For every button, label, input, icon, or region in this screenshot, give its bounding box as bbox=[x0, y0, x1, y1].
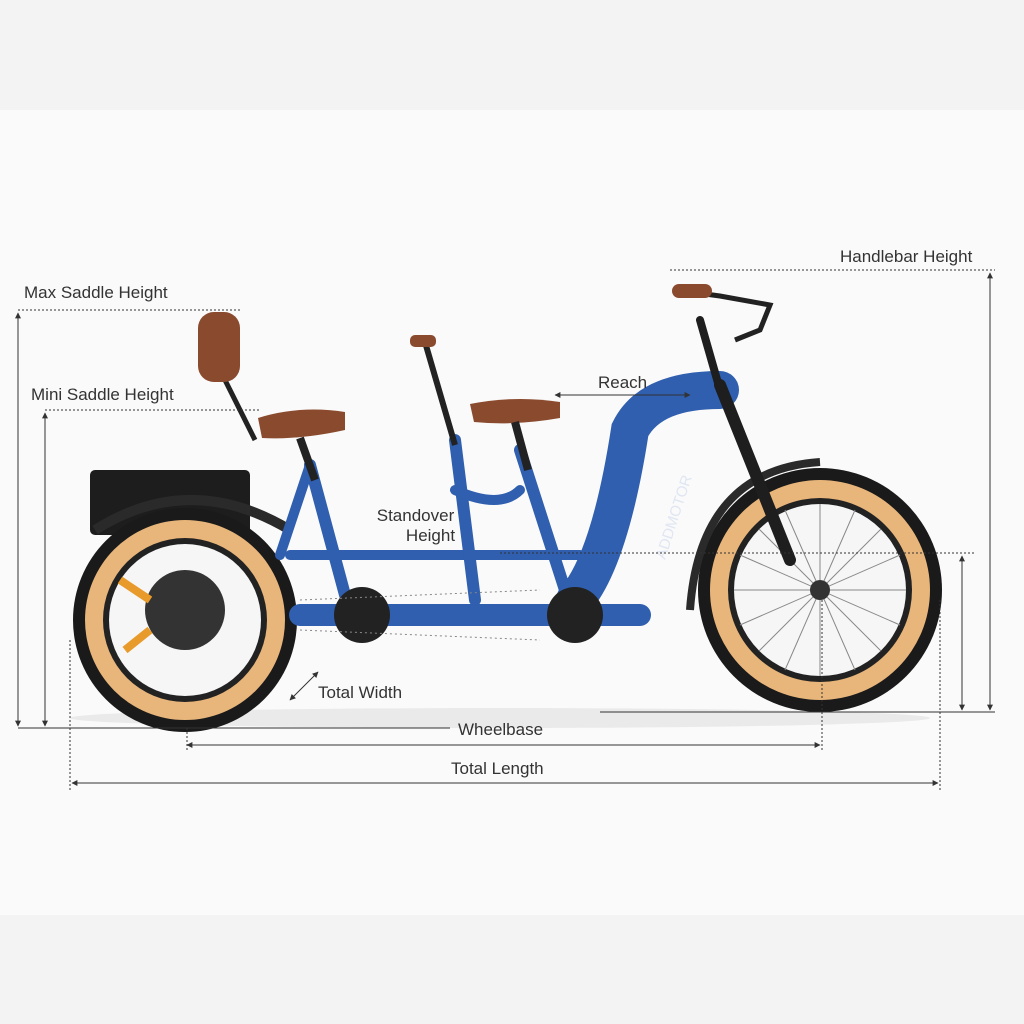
label-standover-height: Standover Height bbox=[368, 506, 463, 547]
brand-logo: ADDMOTOR bbox=[653, 473, 696, 561]
front-wheel bbox=[686, 458, 942, 712]
rear-crank bbox=[334, 587, 390, 643]
front-crank bbox=[547, 587, 603, 643]
chain bbox=[299, 589, 541, 641]
label-handlebar-height: Handlebar Height bbox=[840, 247, 973, 266]
standover-line-2: Height bbox=[405, 526, 456, 546]
standover-line-1: Standover bbox=[376, 506, 455, 525]
label-mini-saddle-height: Mini Saddle Height bbox=[31, 385, 174, 404]
saddles bbox=[198, 284, 774, 482]
label-total-length: Total Length bbox=[451, 759, 544, 778]
label-reach: Reach bbox=[598, 373, 648, 392]
label-max-saddle-height: Max Saddle Height bbox=[24, 283, 168, 302]
label-total-width: Total Width bbox=[318, 683, 403, 702]
dimension-lines bbox=[15, 269, 995, 790]
label-wheelbase: Wheelbase bbox=[458, 720, 544, 739]
rear-wheel bbox=[73, 508, 297, 732]
